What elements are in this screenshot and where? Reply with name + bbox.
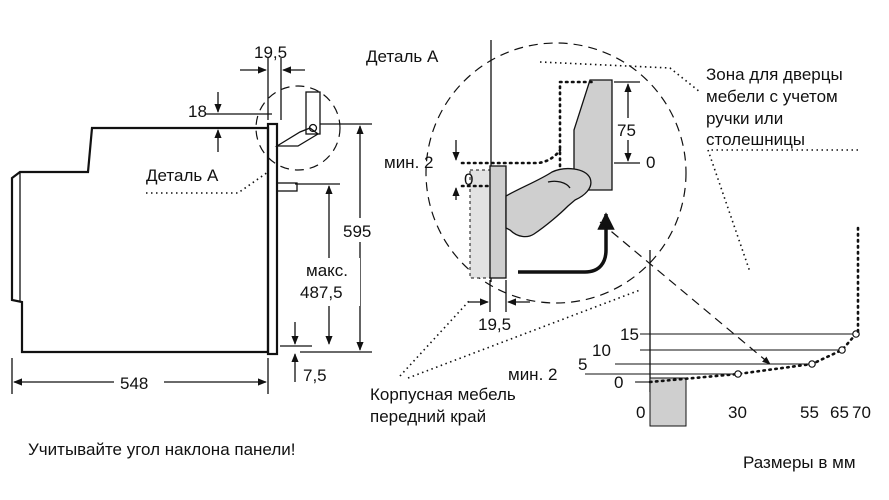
dim-inner-value: 487,5 xyxy=(300,283,343,302)
profile-curve xyxy=(648,332,858,384)
dim-top-gap: 19,5 xyxy=(254,43,287,62)
profile-point xyxy=(808,360,816,368)
profile-x-tick: 0 xyxy=(636,403,645,422)
profile-y-tick: 10 xyxy=(592,341,611,360)
dim-label-bg xyxy=(338,218,382,242)
profile-point xyxy=(838,346,846,354)
detail-min-gap: мин. 2 xyxy=(384,153,433,172)
dim-label-bg xyxy=(616,118,642,140)
dim-bottom-offset: 7,5 xyxy=(303,366,327,385)
detail-zero-right: 0 xyxy=(646,153,655,172)
panel-angle-note: Учитывайте угол наклона панели! xyxy=(28,440,295,459)
profile-y-tick: 5 xyxy=(578,355,587,374)
profile-y-tick: 15 xyxy=(620,325,639,344)
zone-leader-1 xyxy=(539,61,701,93)
swing-path-line xyxy=(599,221,771,365)
dim-height-total: 595 xyxy=(343,222,371,241)
oven-body xyxy=(10,126,270,354)
profile-x-tick: 70 xyxy=(852,403,871,422)
min-gap-line xyxy=(460,148,562,165)
oven-hinge-block xyxy=(305,91,321,135)
cabinet-label-line1: Корпусная мебель xyxy=(370,385,516,404)
cabinet-label-line2: передний край xyxy=(370,407,486,426)
zone-callout: Зона для дверцы мебели с учетом ручки ил… xyxy=(539,61,858,273)
zone-label-line3: ручки или xyxy=(706,109,783,128)
hand-shape xyxy=(505,167,592,238)
profile-y-tick: 0 xyxy=(614,373,623,392)
cabinet-leader-2 xyxy=(407,289,641,379)
profile-cabinet-block xyxy=(649,377,687,427)
detail-a-circle-small xyxy=(255,85,341,171)
detail-zero-left: 0 xyxy=(464,170,473,189)
detail-a-view: Деталь А мин. 2 0 75 0 xyxy=(366,40,771,365)
detail-a-title: Деталь А xyxy=(366,47,439,66)
detail-a-leader xyxy=(146,171,269,194)
oven-side-view: 19,5 18 Деталь А 595 макс. 487,5 7,5 548 xyxy=(10,43,382,394)
zone-label-line2: мебели с учетом xyxy=(706,87,838,106)
dim-top-offset: 18 xyxy=(188,102,207,121)
profile-y-tick: мин. 2 xyxy=(508,365,557,384)
units-note: Размеры в мм xyxy=(743,453,856,472)
door-zone-outline xyxy=(558,80,596,192)
detail-a-side-label: Деталь А xyxy=(146,166,219,185)
zone-label-line4: столешницы xyxy=(706,130,805,149)
detail-bottom-gap: 19,5 xyxy=(478,315,511,334)
oven-panel-section xyxy=(489,165,507,279)
swing-arrow xyxy=(518,212,615,274)
cabinet-leader xyxy=(399,299,471,377)
detail-height-75: 75 xyxy=(617,121,636,140)
zone-label-line1: Зона для дверцы xyxy=(706,65,843,84)
dim-depth: 548 xyxy=(120,374,148,393)
profile-x-tick: 30 xyxy=(728,403,747,422)
detail-a-circle xyxy=(425,42,687,304)
zone-leader-2 xyxy=(706,149,858,273)
dim-label-bg xyxy=(298,258,360,306)
dim-label-bg xyxy=(114,370,164,394)
oven-front-panel xyxy=(266,122,279,356)
cabinet-callout: Корпусная мебель передний край xyxy=(370,289,641,426)
profile-x-tick: 55 xyxy=(800,403,819,422)
hand-thumb xyxy=(547,180,571,189)
oven-door-handle xyxy=(276,182,298,192)
dim-inner-label: макс. xyxy=(306,261,348,280)
profile-point xyxy=(734,370,742,378)
oven-hinge-pin xyxy=(308,123,318,133)
profile-x-tick: 65 xyxy=(830,403,849,422)
